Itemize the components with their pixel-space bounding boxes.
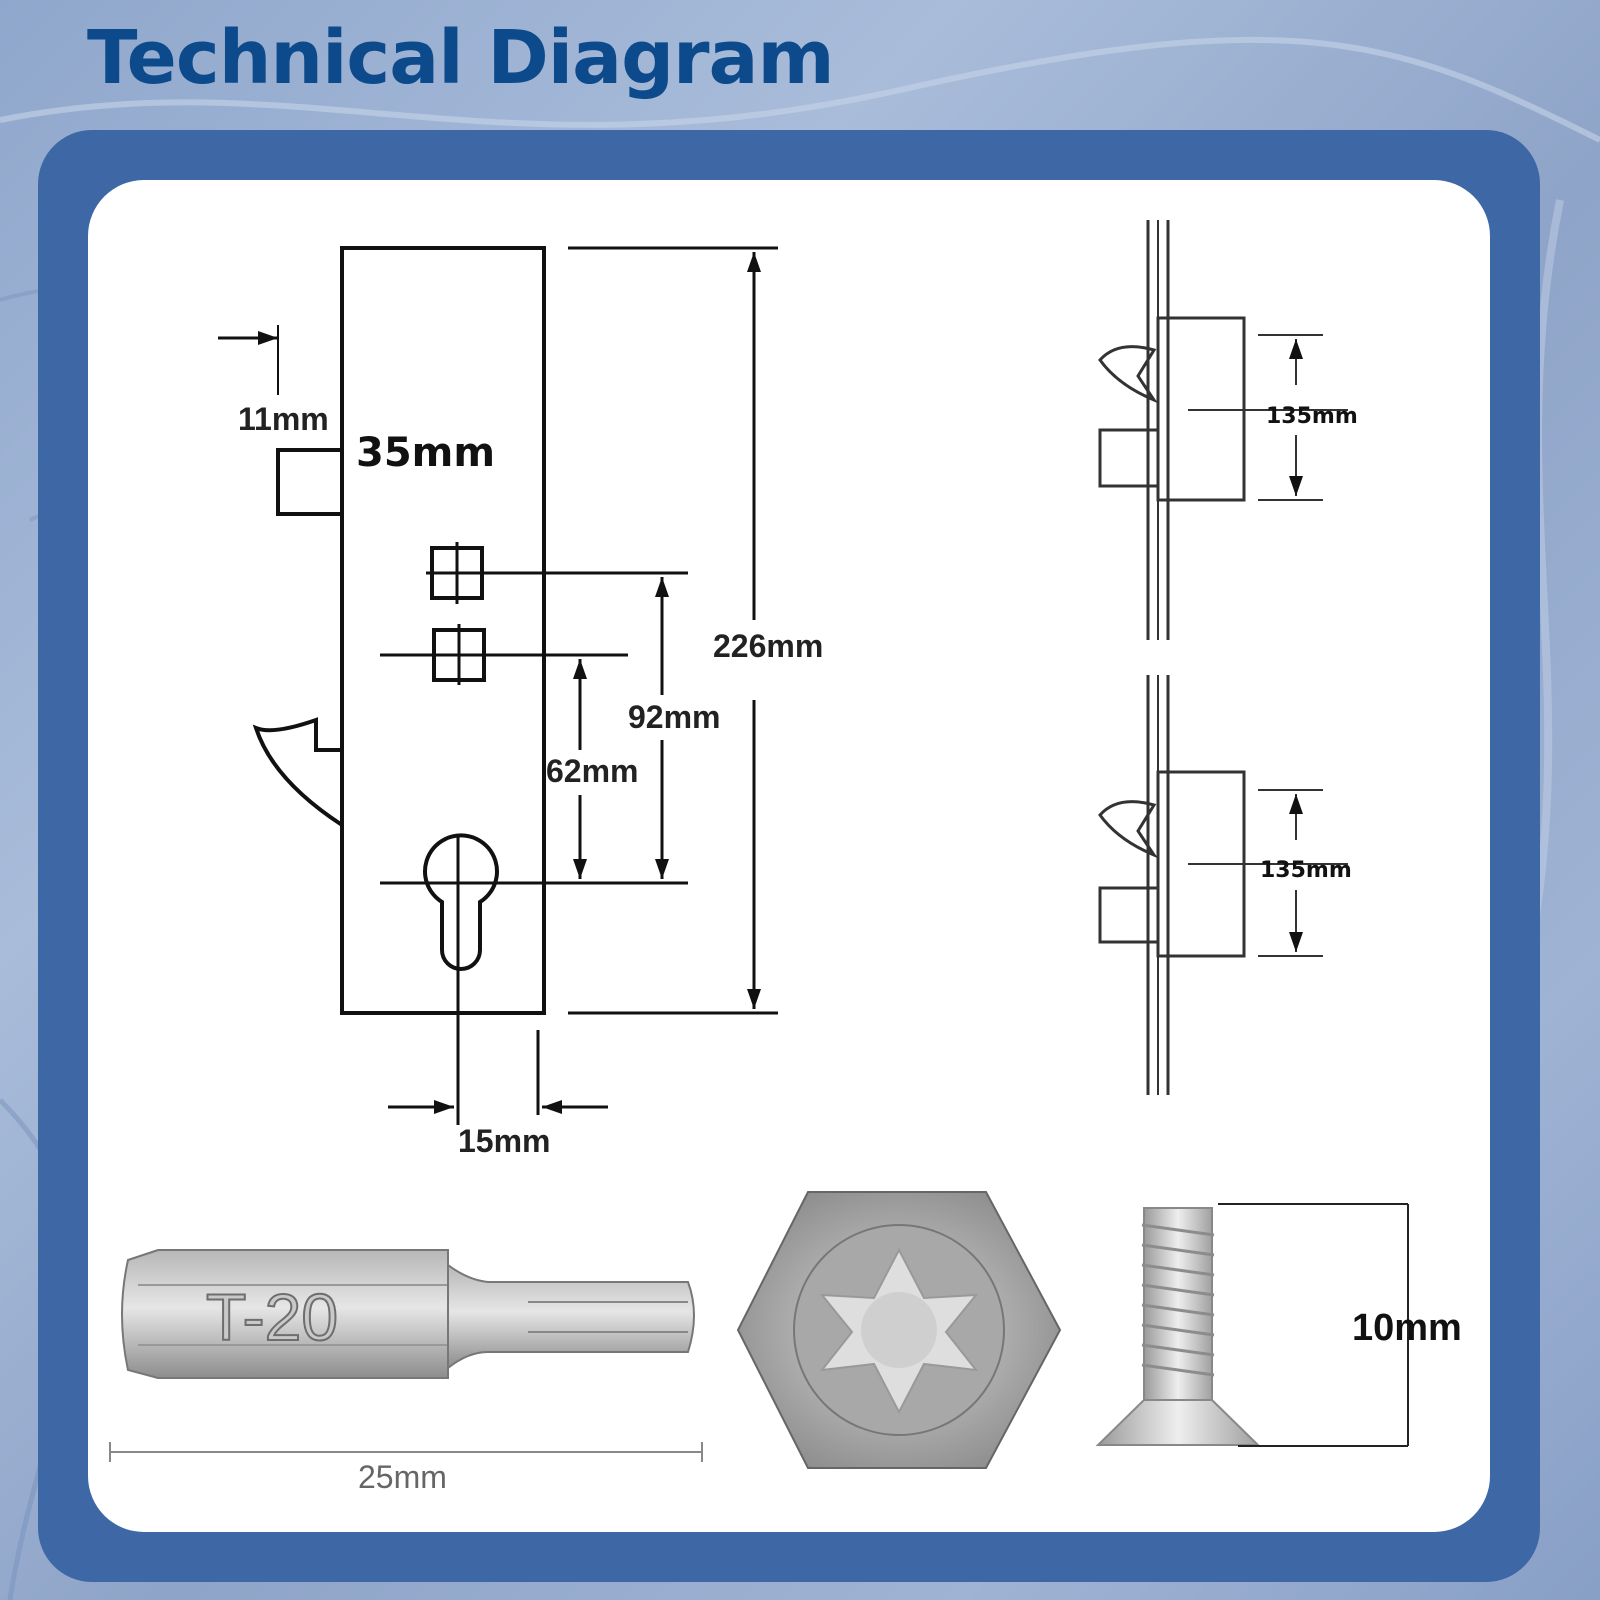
side-view-bottom-dimension: 135mm <box>1260 858 1352 883</box>
dimension-15mm: 15mm <box>458 1123 551 1159</box>
bit-engraving: T-20 <box>206 1280 338 1354</box>
dimension-35mm: 35mm <box>356 430 495 476</box>
technical-drawing: 11mm 35mm 226mm 92mm 62mm 15mm 135mm <box>109 220 1462 1495</box>
screw-length-label: 10mm <box>1352 1307 1462 1349</box>
side-view-top <box>1098 220 1348 640</box>
dimension-92mm: 92mm <box>628 699 721 735</box>
side-view-bottom <box>1098 675 1348 1095</box>
dimension-62mm: 62mm <box>546 753 639 789</box>
euro-cylinder-keyhole <box>423 833 499 971</box>
lock-case-drawing <box>218 246 778 1125</box>
faceplate-outline <box>340 246 546 1015</box>
page-title: Technical Diagram <box>87 15 835 101</box>
deadbolt-block <box>276 448 344 516</box>
diagram-panel: 11mm 35mm 226mm 92mm 62mm 15mm 135mm <box>88 180 1490 1532</box>
dimension-11mm: 11mm <box>238 401 329 437</box>
bit-length-label: 25mm <box>358 1459 447 1495</box>
countersunk-screw-image <box>1095 1203 1409 1447</box>
hook-bolt <box>252 717 344 827</box>
side-view-top-dimension: 135mm <box>1266 404 1358 429</box>
torx-hex-head-image <box>736 1191 1062 1469</box>
torx-bit-image <box>121 1249 695 1379</box>
dimension-226mm: 226mm <box>713 628 823 664</box>
